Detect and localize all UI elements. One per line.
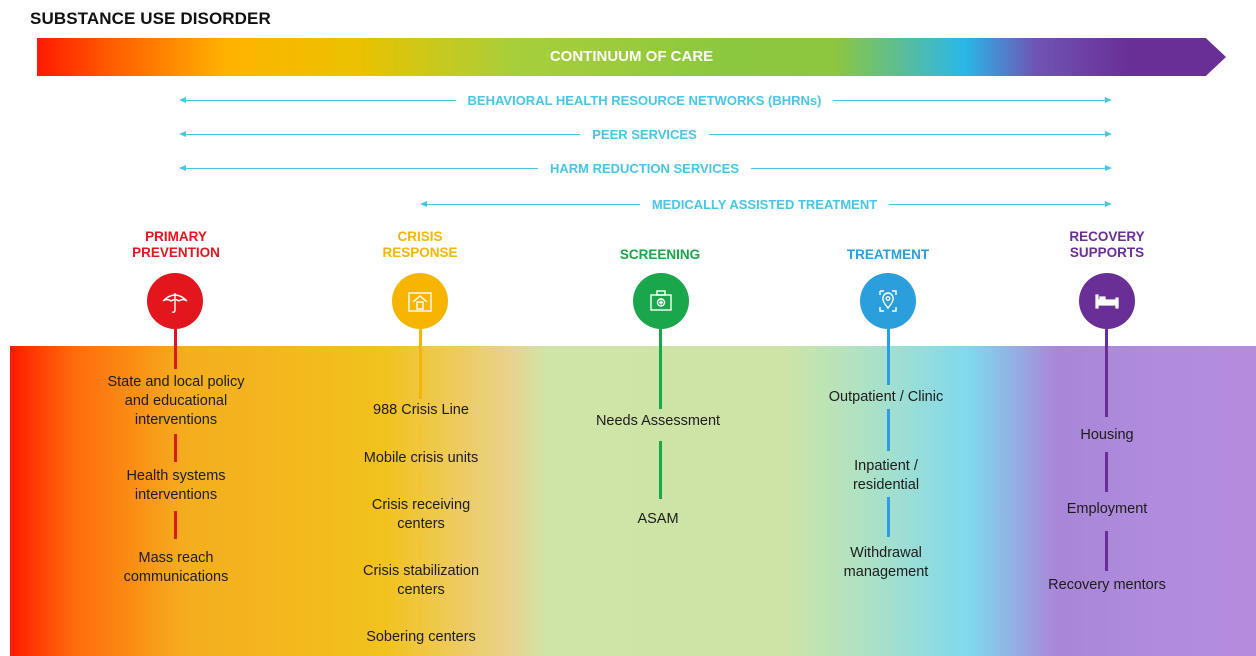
stage-title: TREATMENT (808, 247, 968, 263)
stem-line (419, 329, 422, 399)
stage-title-line: RECOVERY (1069, 229, 1145, 244)
network-label: BEHAVIORAL HEALTH RESOURCE NETWORKS (BHR… (455, 93, 834, 108)
stage-item: Sobering centers (366, 629, 476, 645)
stem-line (887, 329, 890, 385)
network-label: HARM REDUCTION SERVICES (537, 161, 751, 176)
stage-item: Inpatient /residential (852, 458, 920, 493)
stem-line (174, 329, 177, 369)
stage-item: 988 Crisis Line (373, 402, 469, 418)
connector-segment (1105, 531, 1108, 571)
arrow-left-icon (179, 131, 186, 137)
stage-title-line: CRISIS (397, 229, 443, 244)
stage-item: Outpatient / Clinic (828, 389, 944, 405)
stem-line (659, 329, 662, 409)
network-row-harm-reduction: HARM REDUCTION SERVICES (179, 159, 1112, 179)
bottom-band (10, 346, 1256, 656)
medical-kit-icon (633, 273, 689, 329)
house-icon (392, 273, 448, 329)
connector-segment (419, 603, 422, 625)
stage-item: Recovery mentors (1048, 577, 1166, 593)
connector-segment (659, 441, 662, 499)
arrow-left-icon (179, 165, 186, 171)
location-pin-icon (860, 273, 916, 329)
stage-title-line: SCREENING (619, 247, 701, 262)
stage-item: Housing (1080, 427, 1134, 443)
stage-title: CRISIS RESPONSE (340, 229, 500, 261)
stem-line (1105, 329, 1108, 417)
network-label: PEER SERVICES (580, 127, 709, 142)
connector-segment (887, 409, 890, 451)
arrow-right-icon (1105, 97, 1112, 103)
stage-item: Employment (1066, 501, 1148, 517)
stage-title: RECOVERY SUPPORTS (1027, 229, 1187, 261)
network-row-bhrn: BEHAVIORAL HEALTH RESOURCE NETWORKS (BHR… (179, 91, 1112, 111)
network-row-mat: MEDICALLY ASSISTED TREATMENT (181, 195, 1112, 215)
stage-title-line: SUPPORTS (1069, 245, 1145, 260)
stage-title: SCREENING (580, 247, 740, 263)
connector-segment (1105, 452, 1108, 492)
network-label: MEDICALLY ASSISTED TREATMENT (639, 197, 890, 212)
stage-title-line: TREATMENT (846, 247, 930, 262)
connector-segment (419, 538, 422, 560)
connector-segment (419, 424, 422, 446)
stage-item: Needs Assessment (595, 413, 721, 429)
connector-segment (419, 472, 422, 494)
arrow-left-icon (420, 201, 427, 207)
connector-segment (887, 497, 890, 537)
connector-segment (174, 511, 177, 539)
network-row-peer: PEER SERVICES (179, 125, 1112, 145)
stage-item: ASAM (637, 511, 679, 527)
connector-segment (174, 434, 177, 462)
stage-title: PRIMARY PREVENTION (96, 229, 256, 261)
stage-item: Mobile crisis units (363, 450, 479, 466)
stage-title-line: PREVENTION (132, 245, 220, 260)
arrow-left-icon (179, 97, 186, 103)
stage-title-line: RESPONSE (382, 245, 458, 260)
arrow-right-icon (1105, 131, 1112, 137)
umbrella-icon (147, 273, 203, 329)
continuum-label: CONTINUUM OF CARE (549, 48, 714, 65)
arrow-right-icon (1105, 165, 1112, 171)
page-title: SUBSTANCE USE DISORDER (30, 9, 271, 28)
continuum-arrow (37, 38, 1226, 76)
bed-icon (1079, 273, 1135, 329)
arrow-right-icon (1105, 201, 1112, 207)
stage-title-line: PRIMARY (145, 229, 207, 244)
